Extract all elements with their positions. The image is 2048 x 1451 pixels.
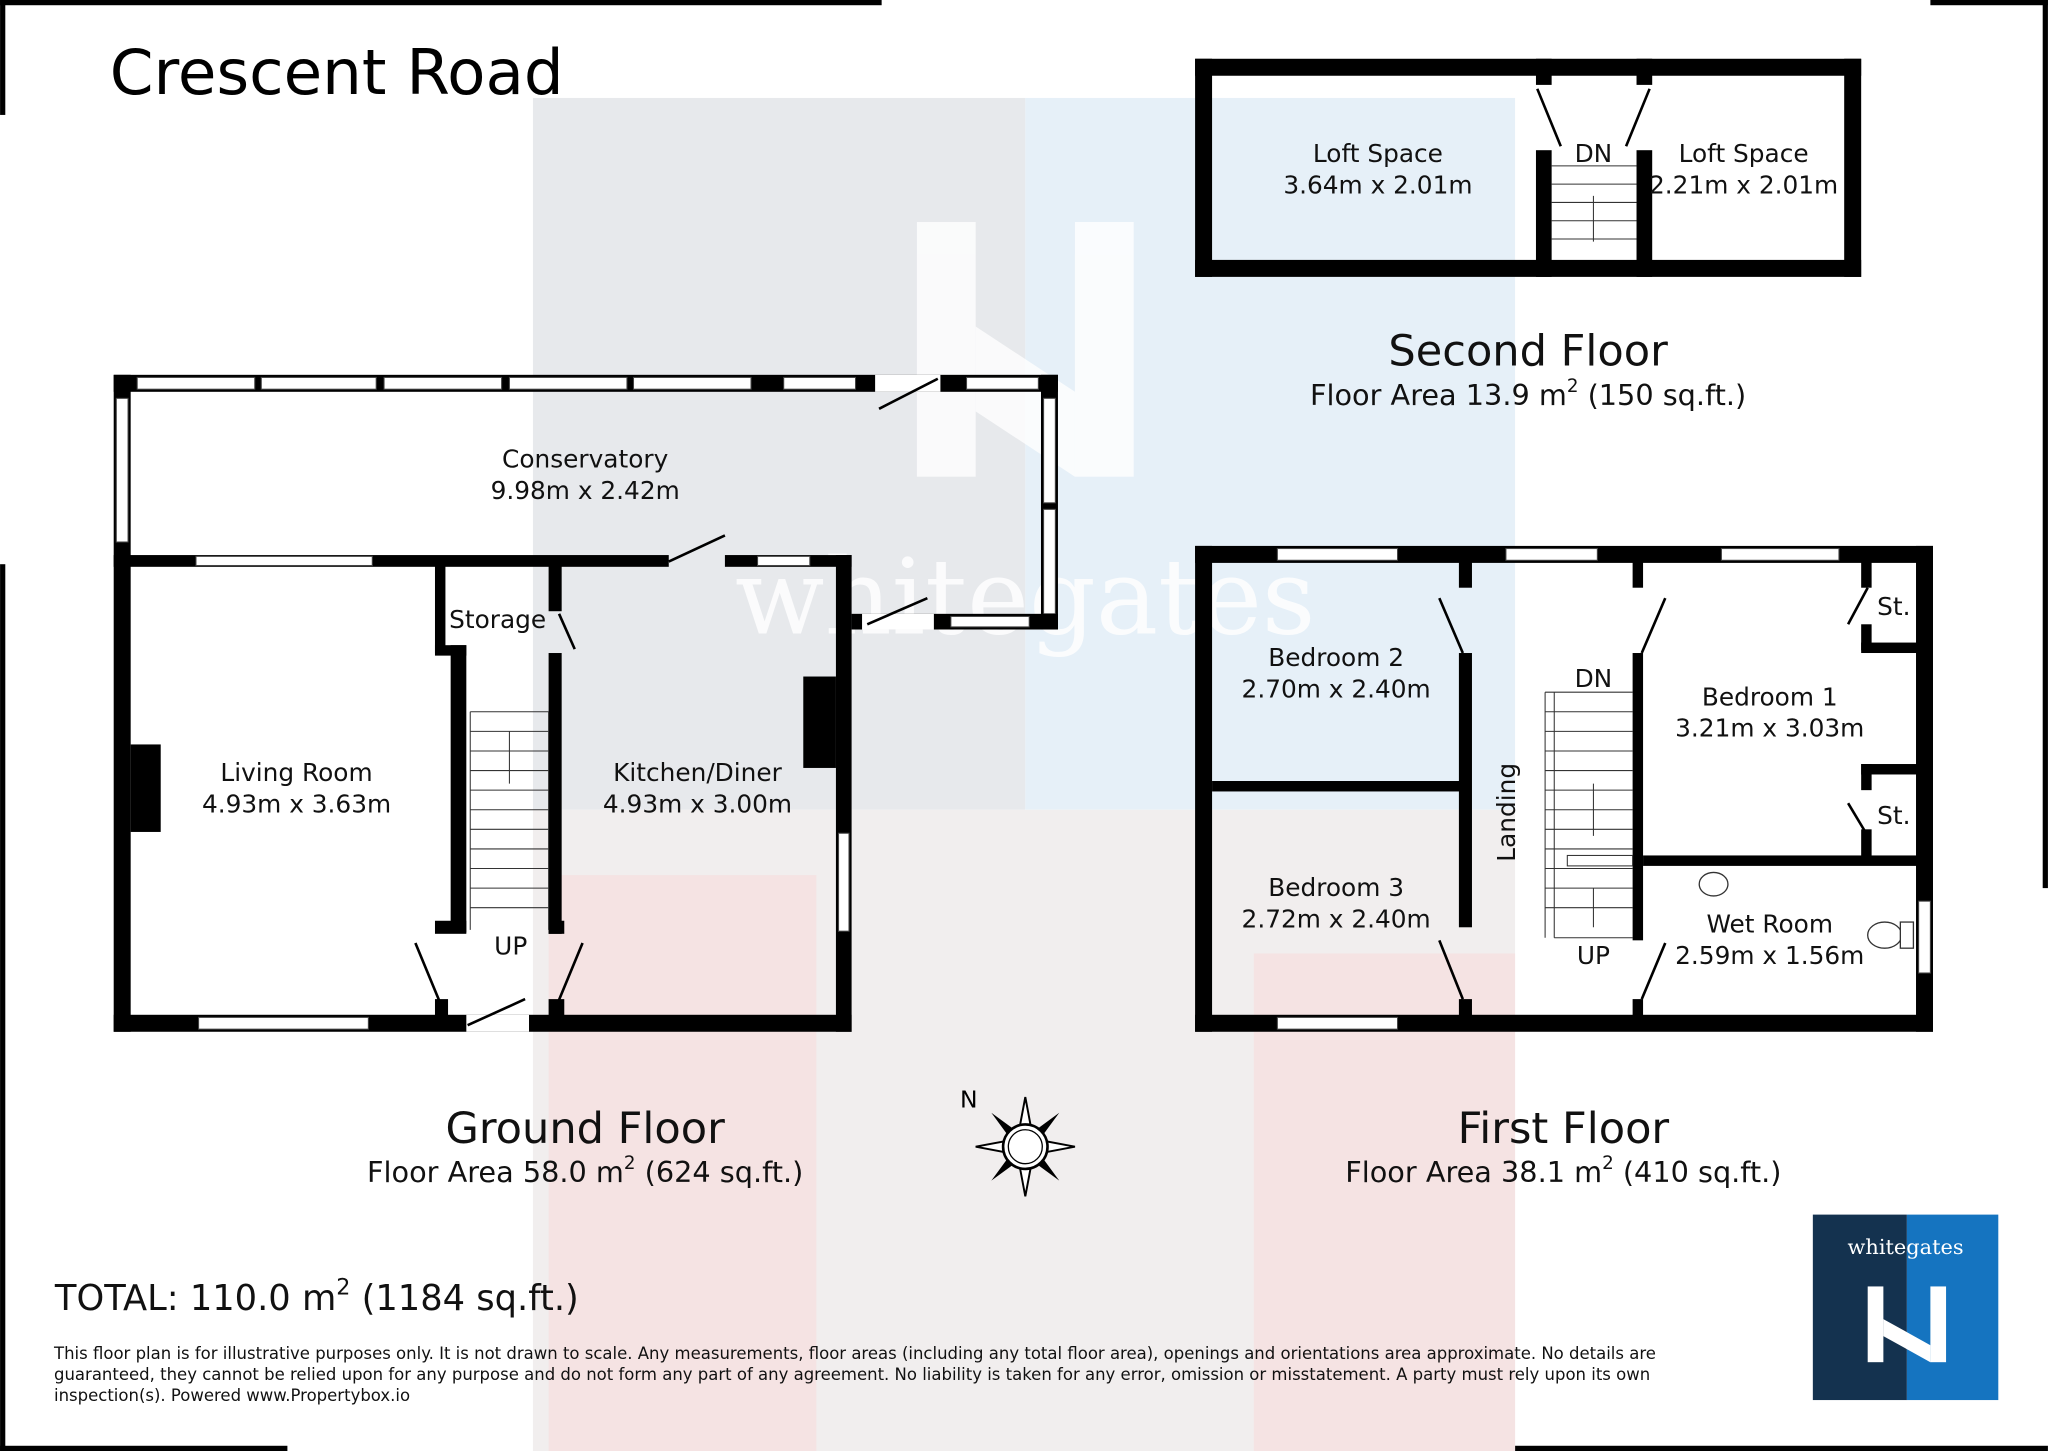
room-name: Bedroom 3 bbox=[1268, 873, 1404, 902]
room-name: Bedroom 1 bbox=[1702, 682, 1838, 711]
room-name: Living Room bbox=[220, 758, 372, 787]
compass-icon: N bbox=[960, 1086, 1076, 1197]
room-name: Wet Room bbox=[1706, 910, 1833, 939]
room-name: St. bbox=[1877, 801, 1910, 830]
room-name: St. bbox=[1877, 592, 1910, 621]
room-size: 3.21m x 3.03m bbox=[1675, 714, 1864, 743]
total-area: TOTAL: 110.0 m2 (1184 sq.ft.) bbox=[54, 1274, 579, 1319]
page-title: Crescent Road bbox=[110, 36, 564, 109]
ground-floor-plan: UP Conservatory 9.98m x 2.42m Living Roo… bbox=[113, 374, 1058, 1189]
room-size: 3.64m x 2.01m bbox=[1283, 170, 1472, 199]
stair-up-label: UP bbox=[1577, 941, 1610, 970]
room-name: Kitchen/Diner bbox=[613, 758, 783, 787]
stair-down-label: DN bbox=[1575, 139, 1613, 168]
floor-title: Second Floor bbox=[1388, 327, 1668, 377]
room-size: 9.98m x 2.42m bbox=[491, 476, 680, 505]
floor-title: Ground Floor bbox=[446, 1104, 726, 1154]
first-floor-plan: DN UP Bedroom 2 2.70m x 2.40m Bedroom 3 … bbox=[1195, 545, 1933, 1189]
room-size: 2.59m x 1.56m bbox=[1675, 941, 1864, 970]
second-floor-plan: DN Loft Space 3.64m x 2.01m Loft Space 2… bbox=[1195, 58, 1862, 412]
stair-down-label: DN bbox=[1575, 664, 1613, 693]
whitegates-logo: whitegates bbox=[1812, 1214, 1999, 1401]
room-name: Landing bbox=[1492, 763, 1521, 862]
compass-north-label: N bbox=[960, 1086, 978, 1114]
room-name: Loft Space bbox=[1313, 139, 1443, 168]
room-size: 2.72m x 2.40m bbox=[1242, 904, 1431, 933]
floor-area: Floor Area 13.9 m2 (150 sq.ft.) bbox=[1310, 376, 1746, 412]
room-size: 4.93m x 3.63m bbox=[202, 789, 391, 818]
room-name: Bedroom 2 bbox=[1268, 643, 1404, 672]
floor-title: First Floor bbox=[1458, 1104, 1670, 1154]
stair-up-label: UP bbox=[494, 932, 527, 961]
disclaimer-text: This floor plan is for illustrative purp… bbox=[54, 1344, 1656, 1405]
floor-area: Floor Area 58.0 m2 (624 sq.ft.) bbox=[367, 1153, 803, 1189]
floor-area: Floor Area 38.1 m2 (410 sq.ft.) bbox=[1345, 1153, 1781, 1189]
room-size: 2.70m x 2.40m bbox=[1242, 674, 1431, 703]
room-name: Loft Space bbox=[1679, 139, 1809, 168]
room-size: 4.93m x 3.00m bbox=[603, 789, 792, 818]
room-name: Conservatory bbox=[502, 445, 668, 474]
room-name: Storage bbox=[449, 605, 546, 634]
logo-text: whitegates bbox=[1848, 1235, 1964, 1259]
room-size: 2.21m x 2.01m bbox=[1649, 170, 1838, 199]
